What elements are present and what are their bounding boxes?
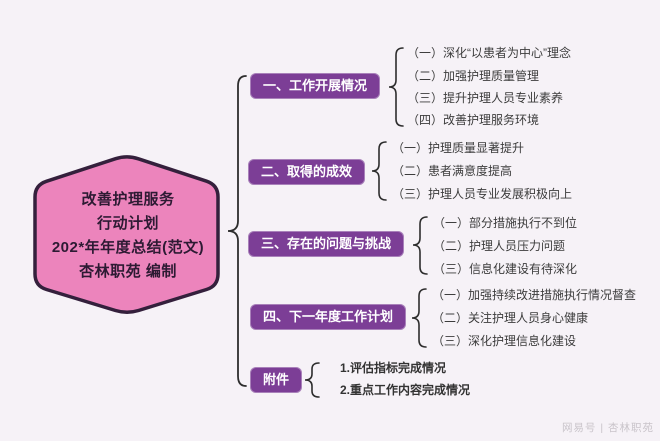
center-node-line: 改善护理服务 (81, 191, 175, 208)
watermark: 网易号 | 杏林职苑 (561, 422, 654, 434)
branch-item: （一）护理质量显著提升 (392, 141, 525, 155)
branch-box-work-progress: 一、工作开展情况 (250, 73, 381, 99)
branch-item: （二）加强护理质量管理 (407, 69, 540, 83)
branch-item: （一）加强持续改进措施执行情况督查 (432, 288, 637, 302)
branch-brace-1 (388, 47, 404, 127)
branch-item: （一）部分措施执行不到位 (433, 216, 578, 230)
branch-box-problems: 三、存在的问题与挑战 (248, 231, 405, 257)
branch-box-achievements: 二、取得的成效 (248, 159, 366, 185)
branch-box-attachment: 附件 (250, 367, 303, 393)
branch-item: （三）深化护理信息化建设 (432, 334, 577, 348)
branch-brace-4 (411, 288, 427, 348)
center-node-line: 202*年年度总结(范文) (51, 239, 205, 256)
branch-item: （三）护理人员专业发展积极向上 (392, 187, 573, 201)
branch-brace-5 (304, 362, 320, 398)
branch-item: （二）患者满意度提高 (392, 164, 513, 178)
center-node-line: 杏林职苑 编制 (79, 263, 177, 280)
branch-item: （三）信息化建设有待深化 (433, 262, 578, 276)
branch-box-next-year-plan: 四、下一年度工作计划 (250, 304, 407, 330)
branch-item: （二）护理人员压力问题 (433, 239, 566, 253)
main-brace (227, 75, 247, 387)
branch-item: （一）深化“以患者为中心”理念 (407, 46, 571, 60)
center-node-line: 行动计划 (96, 215, 159, 232)
branch-item: （三）提升护理人员专业素养 (407, 91, 564, 105)
branch-brace-2 (371, 141, 387, 201)
center-node: 改善护理服务 行动计划 202*年年度总结(范文) 杏林职苑 编制 (30, 188, 226, 284)
branch-brace-3 (412, 216, 428, 275)
branch-item: （二）关注护理人员身心健康 (432, 311, 589, 325)
branch-item: 1.评估指标完成情况 (340, 361, 447, 375)
branch-item: （四）改善护理服务环境 (407, 113, 540, 127)
branch-item: 2.重点工作内容完成情况 (340, 383, 471, 397)
